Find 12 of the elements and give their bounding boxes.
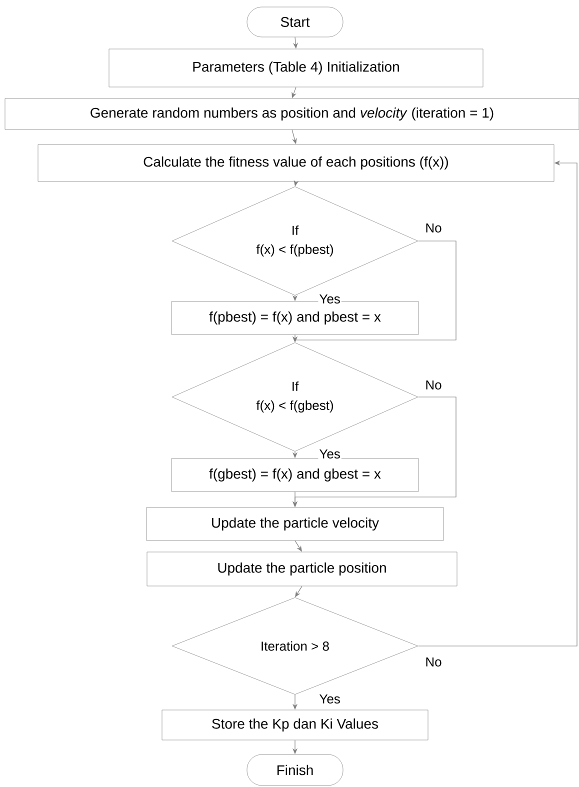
process-box: Generate random numbers as position and velocity (iteration = 1) [4, 98, 579, 130]
edge-label: Yes [318, 693, 342, 705]
edge-label: No [424, 379, 443, 391]
process-box: Parameters (Table 4) Initialization [108, 48, 484, 88]
process-box: Store the Kp dan Ki Values [162, 710, 428, 740]
process-box: Calculate the fitness value of each positions (f(x)) [38, 144, 554, 182]
edge-label: No [424, 222, 443, 234]
edge-label: No [424, 656, 443, 668]
process-box: Update the particle position [146, 552, 458, 586]
edge-label: Yes [318, 448, 342, 460]
process-box: Update the particle velocity [146, 507, 444, 541]
edge-label: Yes [318, 293, 342, 305]
